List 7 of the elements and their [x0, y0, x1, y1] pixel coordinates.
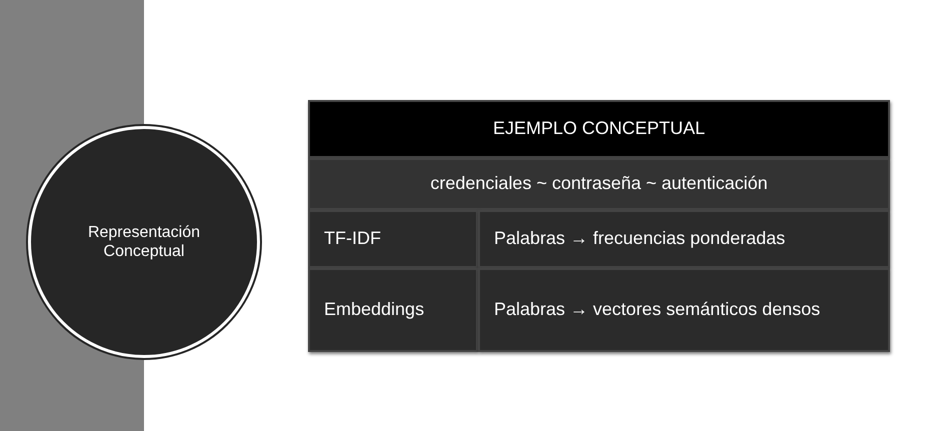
table-cell: Palabras → vectores semánticos densos: [478, 268, 890, 352]
table-cell: Palabras → frecuencias ponderadas: [478, 210, 890, 268]
table-cell: credenciales ~ contraseña ~ autenticación: [308, 158, 890, 210]
table-cell: TF-IDF: [308, 210, 478, 268]
table-cell: Embeddings: [308, 268, 478, 352]
table-header: EJEMPLO CONCEPTUAL: [308, 100, 890, 158]
node-label: Representación Conceptual: [86, 222, 202, 262]
